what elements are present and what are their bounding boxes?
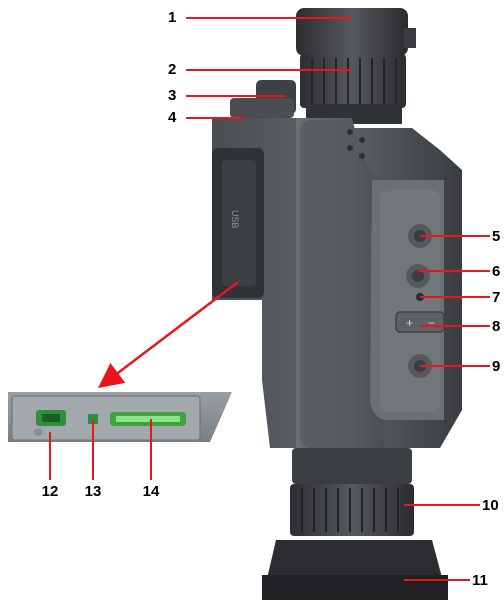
rocker-8: + − bbox=[395, 311, 445, 333]
callout-10: 10 bbox=[482, 497, 499, 514]
callout-11: 11 bbox=[472, 572, 488, 589]
diopter-ring bbox=[290, 484, 414, 536]
rocker-minus-text: − bbox=[428, 316, 435, 330]
callout-12: 12 bbox=[41, 483, 59, 500]
focus-ring bbox=[300, 54, 406, 124]
button-6 bbox=[406, 264, 430, 288]
callout-2: 2 bbox=[168, 61, 177, 78]
callout-14: 14 bbox=[142, 483, 160, 500]
callout-4: 4 bbox=[168, 109, 177, 126]
callout-13: 13 bbox=[84, 483, 102, 500]
led-13 bbox=[88, 414, 98, 424]
objective-lens-cap bbox=[296, 8, 416, 56]
callout-7: 7 bbox=[492, 289, 501, 306]
callout-lines bbox=[49, 17, 490, 581]
callout-1: 1 bbox=[168, 9, 177, 26]
top-knob bbox=[230, 80, 296, 118]
eyecup bbox=[262, 540, 448, 600]
pointer-arrow bbox=[98, 281, 239, 389]
eyepiece-collar bbox=[292, 448, 412, 484]
callout-3: 3 bbox=[168, 87, 177, 104]
callout-8: 8 bbox=[492, 318, 501, 335]
port-detail-inset bbox=[8, 392, 232, 442]
callout-6: 6 bbox=[492, 263, 501, 280]
callout-9: 9 bbox=[492, 358, 501, 375]
port-cover-label: USB bbox=[230, 210, 240, 229]
callout-5: 5 bbox=[492, 228, 501, 245]
rocker-plus-text: + bbox=[406, 316, 413, 330]
